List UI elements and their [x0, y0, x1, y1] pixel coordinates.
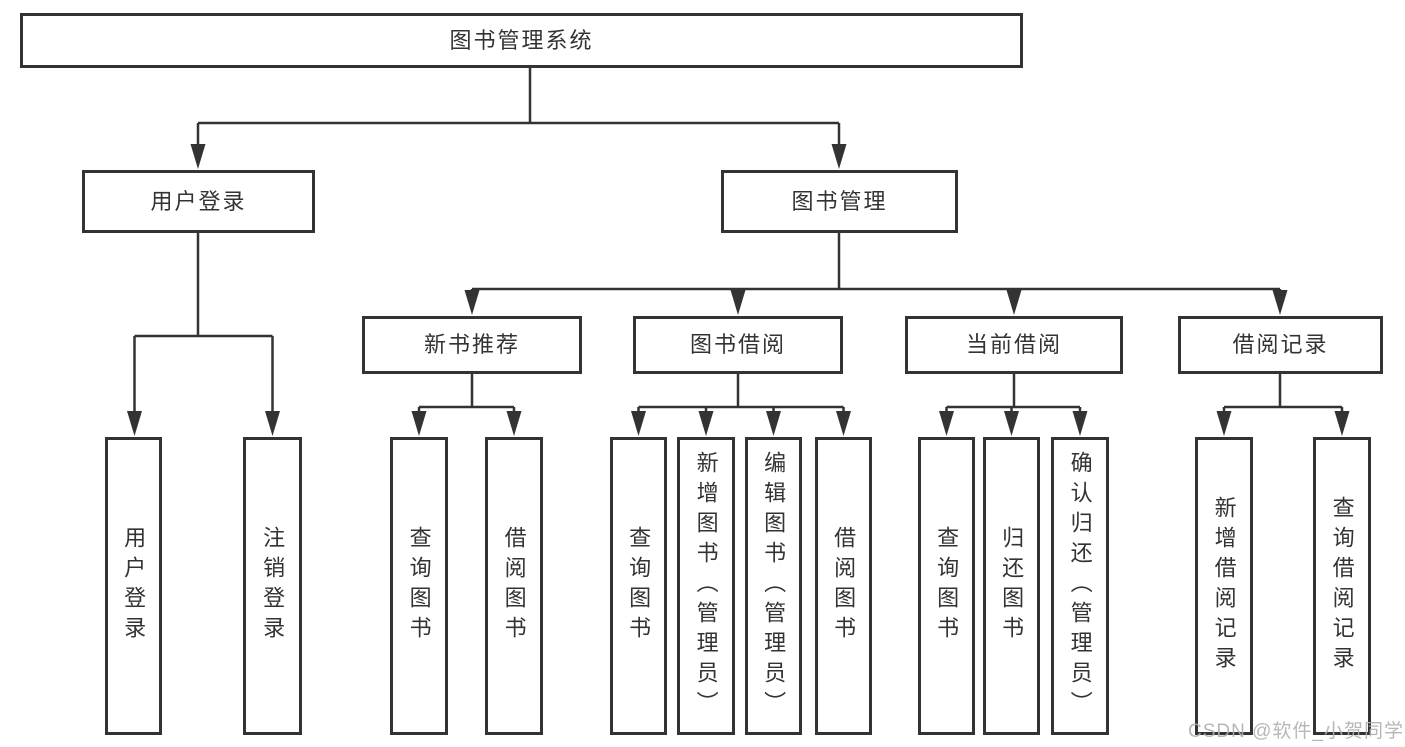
node-label: 图书管理系统	[449, 27, 594, 53]
arrowhead	[411, 411, 427, 436]
node-root-library-system: 图书管理系统	[20, 13, 1023, 68]
node-book-management: 图书管理	[721, 170, 958, 233]
arrowhead	[1072, 411, 1088, 436]
node-label: 用户登录	[150, 188, 247, 214]
node-label: 确认归还（管理员）	[1067, 451, 1093, 721]
leaf-add-borrow-record: 新增借阅记录	[1195, 437, 1253, 735]
node-book-borrowing: 图书借阅	[633, 316, 843, 374]
node-current-borrowing: 当前借阅	[905, 316, 1123, 374]
node-label: 借阅图书	[831, 526, 857, 646]
leaf-query-books-current: 查询图书	[918, 437, 975, 735]
node-label: 新增图书（管理员）	[693, 451, 719, 721]
arrowhead	[127, 411, 142, 436]
arrowhead	[506, 411, 522, 436]
leaf-query-books-recommend: 查询图书	[390, 437, 448, 735]
node-new-book-recommend: 新书推荐	[362, 316, 582, 374]
arrowhead	[1216, 411, 1232, 436]
node-label: 借阅图书	[501, 526, 527, 646]
node-label: 当前借阅	[965, 332, 1062, 357]
leaf-edit-books-admin: 编辑图书（管理员）	[745, 437, 802, 735]
node-label: 归还图书	[999, 526, 1025, 646]
arrowhead	[190, 144, 206, 169]
node-label: 查询图书	[626, 526, 652, 646]
leaf-confirm-return-admin: 确认归还（管理员）	[1051, 437, 1109, 735]
leaf-borrow-books: 借阅图书	[815, 437, 872, 735]
node-label: 图书管理	[791, 188, 888, 214]
arrowhead	[265, 411, 280, 436]
arrowhead	[1334, 411, 1350, 436]
csdn-watermark: CSDN @软件_小贺同学	[1188, 721, 1404, 742]
arrowhead	[766, 411, 781, 436]
arrowhead	[1272, 290, 1288, 315]
leaf-return-books: 归还图书	[983, 437, 1040, 735]
leaf-query-books-borrow: 查询图书	[610, 437, 667, 735]
node-user-login: 用户登录	[82, 170, 315, 233]
leaf-logout: 注销登录	[243, 437, 302, 735]
leaf-borrow-books-recommend: 借阅图书	[485, 437, 543, 735]
node-label: 查询图书	[406, 526, 432, 646]
node-label: 注销登录	[260, 526, 286, 646]
node-label: 图书借阅	[689, 332, 786, 357]
node-label: 新增借阅记录	[1211, 496, 1237, 676]
arrowhead	[1004, 411, 1019, 436]
arrowhead	[831, 144, 847, 169]
leaf-user-login: 用户登录	[105, 437, 162, 735]
arrowhead	[464, 290, 480, 315]
node-label: 查询借阅记录	[1329, 496, 1355, 676]
node-borrowing-records: 借阅记录	[1178, 316, 1383, 374]
node-label: 新书推荐	[423, 332, 520, 357]
leaf-add-books-admin: 新增图书（管理员）	[677, 437, 735, 735]
arrowhead	[1006, 290, 1022, 315]
leaf-query-borrow-record: 查询借阅记录	[1313, 437, 1371, 735]
node-label: 借阅记录	[1232, 332, 1329, 357]
arrowhead	[631, 411, 646, 436]
node-label: 查询图书	[934, 526, 960, 646]
arrowhead	[698, 411, 714, 436]
arrowhead	[836, 411, 851, 436]
node-label: 用户登录	[121, 526, 147, 646]
arrowheads	[127, 144, 1350, 436]
arrowhead	[730, 290, 746, 315]
arrowhead	[939, 411, 954, 436]
node-label: 编辑图书（管理员）	[761, 451, 787, 721]
